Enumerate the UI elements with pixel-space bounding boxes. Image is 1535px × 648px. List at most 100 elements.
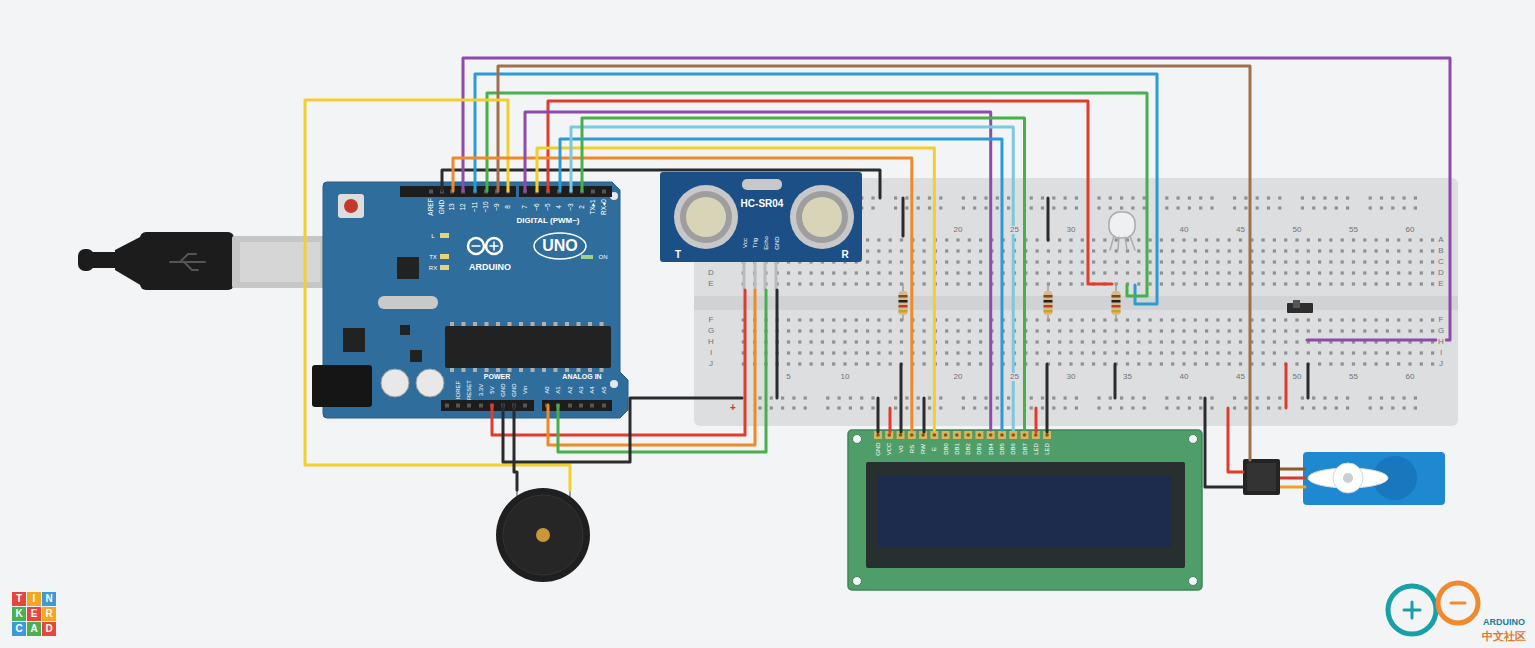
breadboard-hole bbox=[1092, 362, 1095, 365]
rail-hole bbox=[1075, 206, 1078, 209]
breadboard-hole bbox=[1081, 282, 1084, 285]
rail-hole bbox=[1052, 206, 1055, 209]
chip-pin bbox=[450, 322, 454, 326]
rail-hole bbox=[1267, 206, 1270, 209]
breadboard-hole bbox=[1420, 318, 1423, 321]
breadboard-hole bbox=[1408, 329, 1411, 332]
rail-hole bbox=[1143, 406, 1146, 409]
usb-symbol bbox=[184, 262, 198, 270]
breadboard-hole bbox=[900, 249, 903, 252]
rail-hole bbox=[1414, 206, 1417, 209]
chip-pin bbox=[554, 368, 558, 372]
lcd-pin bbox=[1021, 431, 1029, 439]
breadboard-hole bbox=[843, 318, 846, 321]
breadboard-hole bbox=[1329, 282, 1332, 285]
breadboard-hole bbox=[979, 351, 982, 354]
breadboard-hole bbox=[968, 318, 971, 321]
servo-motor bbox=[1243, 452, 1445, 505]
breadboard-hole bbox=[1092, 238, 1095, 241]
rail-hole bbox=[1131, 206, 1134, 209]
breadboard-hole bbox=[1307, 260, 1310, 263]
pin-label: V0 bbox=[898, 445, 904, 452]
rail-hole bbox=[1233, 196, 1236, 199]
breadboard-hole bbox=[1228, 318, 1231, 321]
pin-label: 12 bbox=[460, 203, 467, 210]
pin-label: RX◂0 bbox=[601, 199, 608, 215]
breadboard-hole bbox=[1092, 351, 1095, 354]
small-chip bbox=[400, 325, 410, 335]
rail-hole bbox=[871, 396, 874, 399]
rail-hole bbox=[758, 396, 761, 399]
rail-hole bbox=[1007, 206, 1010, 209]
breadboard-hole bbox=[889, 271, 892, 274]
breadboard-hole bbox=[956, 260, 959, 263]
breadboard-hole bbox=[1081, 340, 1084, 343]
breadboard-hole bbox=[866, 351, 869, 354]
breadboard-hole bbox=[1397, 238, 1400, 241]
usb-housing bbox=[232, 236, 326, 288]
small-chip bbox=[410, 350, 422, 362]
rail-hole bbox=[1188, 396, 1191, 399]
header-socket bbox=[479, 404, 483, 408]
breadboard-hole bbox=[1295, 271, 1298, 274]
breadboard-hole bbox=[1137, 318, 1140, 321]
pin-label: GND bbox=[500, 383, 506, 396]
resistor-band bbox=[1044, 310, 1053, 313]
breadboard-hole bbox=[1160, 340, 1163, 343]
breadboard-hole bbox=[945, 271, 948, 274]
breadboard-hole bbox=[968, 249, 971, 252]
breadboard-hole bbox=[1216, 318, 1219, 321]
rail-hole bbox=[1177, 406, 1180, 409]
breadboard-hole bbox=[821, 329, 824, 332]
breadboard-hole bbox=[821, 282, 824, 285]
breadboard-hole bbox=[798, 351, 801, 354]
breadboard-hole bbox=[1239, 260, 1242, 263]
breadboard-hole bbox=[821, 362, 824, 365]
resistor-band bbox=[1112, 295, 1121, 298]
rail-hole bbox=[973, 196, 976, 199]
breadboard-hole bbox=[1318, 362, 1321, 365]
breadboard-hole bbox=[1352, 271, 1355, 274]
breadboard-hole bbox=[923, 282, 926, 285]
breadboard-hole bbox=[1284, 329, 1287, 332]
rail-hole bbox=[973, 406, 976, 409]
breadboard-hole bbox=[1216, 282, 1219, 285]
breadboard-hole bbox=[1036, 282, 1039, 285]
breadboard-hole bbox=[1239, 329, 1242, 332]
breadboard-hole bbox=[843, 271, 846, 274]
breadboard-hole bbox=[877, 362, 880, 365]
row-letter: A bbox=[1437, 236, 1444, 244]
rail-hole bbox=[1165, 196, 1168, 199]
rail-hole bbox=[1143, 206, 1146, 209]
resistor-symbol bbox=[1112, 284, 1121, 320]
breadboard-hole bbox=[866, 238, 869, 241]
breadboard-hole bbox=[877, 238, 880, 241]
breadboard-hole bbox=[1375, 329, 1378, 332]
breadboard-hole bbox=[1341, 318, 1344, 321]
rail-hole bbox=[1030, 396, 1033, 399]
breadboard-hole bbox=[968, 362, 971, 365]
logo-tile bbox=[27, 622, 41, 636]
breadboard-hole bbox=[1137, 362, 1140, 365]
jumper-wire bbox=[1205, 398, 1243, 487]
breadboard-hole bbox=[979, 329, 982, 332]
pin-label: A0 bbox=[544, 386, 550, 393]
pin-label: 8 bbox=[505, 205, 512, 209]
rail-hole bbox=[826, 406, 829, 409]
breadboard-hole bbox=[1408, 362, 1411, 365]
rail-hole bbox=[939, 406, 942, 409]
breadboard-hole bbox=[979, 249, 982, 252]
breadboard-hole bbox=[1295, 351, 1298, 354]
breadboard-hole bbox=[1205, 351, 1208, 354]
breadboard-hole bbox=[1205, 249, 1208, 252]
breadboard-hole bbox=[1103, 340, 1106, 343]
pin-label: Vcc bbox=[742, 238, 748, 248]
logo-tile bbox=[27, 607, 41, 621]
breadboard-hole bbox=[1171, 271, 1174, 274]
breadboard-hole bbox=[1408, 318, 1411, 321]
breadboard-hole bbox=[1069, 249, 1072, 252]
rail-hole bbox=[1312, 406, 1315, 409]
breadboard-body bbox=[694, 178, 1458, 426]
breadboard-hole bbox=[798, 329, 801, 332]
breadboard-hole bbox=[1375, 318, 1378, 321]
